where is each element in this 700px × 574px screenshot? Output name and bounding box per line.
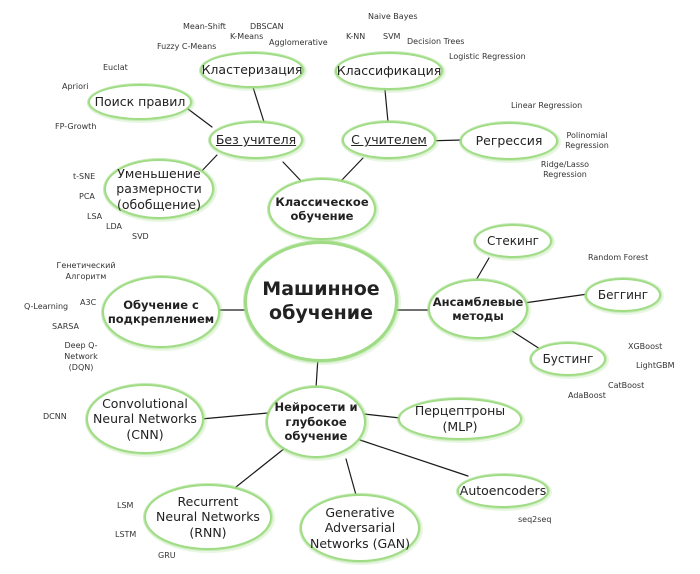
leaf-lsa: LSA xyxy=(87,212,103,221)
leaf-logistic-regression: Logistic Regression xyxy=(449,52,526,61)
leaf-q-learning: Q-Learning xyxy=(24,302,69,311)
ensemble-methods-node: Ансамблевые методы xyxy=(428,279,528,339)
leaf-lstm: LSTM xyxy=(115,530,137,539)
regression-label: Регрессия xyxy=(475,133,543,149)
reinforcement-learning-label: Обучение с подкреплением xyxy=(107,297,215,326)
clustering-label: Кластеризация xyxy=(201,62,303,78)
leaf-lda: LDA xyxy=(106,222,122,231)
classic-learning-node: Классическое обучение xyxy=(268,178,376,240)
leaf-agglomerative: Agglomerative xyxy=(269,38,328,47)
leaf-mean-shift: Mean-Shift xyxy=(183,22,226,31)
leaf-tsne: t-SNE xyxy=(73,172,96,181)
leaf-fuzzy-cmeans: Fuzzy C-Means xyxy=(157,42,217,51)
leaf-knn: K-NN xyxy=(346,32,366,41)
neural-networks-label: Нейросети и глубокое обучение xyxy=(274,400,358,444)
leaf-dbscan: DBSCAN xyxy=(250,22,284,31)
leaf-polinomial-regression: Polinomial Regression xyxy=(565,131,609,150)
classic-learning-label: Классическое обучение xyxy=(275,194,369,223)
cnn-label: Convolutional Neural Networks (CNN) xyxy=(93,395,197,442)
leaf-euclat: Euclat xyxy=(103,63,128,72)
leaf-a3c: A3C xyxy=(80,298,97,307)
gan-label: Generative Adversarial Networks (GAN) xyxy=(309,504,411,551)
machine-learning-node: Машинное обучение xyxy=(244,241,398,362)
stacking-node: Стекинг xyxy=(474,224,552,258)
leaf-genetic-algorithm: Генетический Алгоритм xyxy=(56,261,116,282)
reinforcement-learning-node: Обучение с подкреплением xyxy=(102,276,220,348)
rnn-label: Recurrent Neural Networks (RNN) xyxy=(156,493,260,540)
leaf-deep-qn: Deep Q-Network (DQN) xyxy=(64,341,98,373)
supervised-node: С учителем xyxy=(342,121,436,159)
dimension-reduction-label: Уменьшение размерности (обобщение) xyxy=(116,165,202,212)
dimension-reduction-node: Уменьшение размерности (обобщение) xyxy=(104,159,214,219)
machine-learning-label: Машинное обучение xyxy=(262,277,380,324)
association-rules-label: Поиск правил xyxy=(94,94,186,110)
unsupervised-label: Без учителя xyxy=(215,132,297,148)
leaf-catboost: CatBoost xyxy=(608,381,645,390)
boosting-node: Бустинг xyxy=(530,342,606,376)
neural-networks-node: Нейросети и глубокое обучение xyxy=(266,386,366,458)
leaf-svd: SVD xyxy=(132,232,149,241)
supervised-label: С учителем xyxy=(351,132,427,148)
leaf-xgboost: XGBoost xyxy=(628,342,663,351)
leaf-dcnn: DCNN xyxy=(43,412,67,421)
boosting-label: Бустинг xyxy=(542,351,594,366)
association-rules-node: Поиск правил xyxy=(88,84,192,120)
leaf-sarsa: SARSA xyxy=(52,322,79,331)
bagging-label: Беггинг xyxy=(597,287,649,302)
autoencoders-label: Autoencoders xyxy=(459,483,547,499)
leaf-adaboost: AdaBoost xyxy=(568,391,606,400)
leaf-lsm: LSM xyxy=(117,501,134,510)
autoencoders-node: Autoencoders xyxy=(457,474,549,508)
ensemble-methods-label: Ансамблевые методы xyxy=(432,294,524,323)
rnn-node: Recurrent Neural Networks (RNN) xyxy=(144,484,272,550)
gan-node: Generative Adversarial Networks (GAN) xyxy=(300,494,420,562)
classification-label: Классификация xyxy=(336,63,442,79)
leaf-apriori: Apriori xyxy=(62,82,89,91)
leaf-kmeans: K-Means xyxy=(230,32,264,41)
mlp-label: Перцептроны (MLP) xyxy=(414,403,506,434)
bagging-node: Беггинг xyxy=(585,278,661,312)
leaf-linear-regression: Linear Regression xyxy=(511,101,583,110)
mlp-node: Перцептроны (MLP) xyxy=(398,398,522,440)
leaf-svm: SVM xyxy=(383,32,401,41)
leaf-pca: PCA xyxy=(79,192,95,201)
leaf-random-forest: Random Forest xyxy=(588,253,649,262)
regression-node: Регрессия xyxy=(460,122,558,160)
stacking-label: Стекинг xyxy=(487,233,539,248)
leaf-ridge-lasso: Ridge/Lasso Regression xyxy=(540,160,590,179)
leaf-decision-trees: Decision Trees xyxy=(407,37,465,46)
leaf-gru: GRU xyxy=(158,551,176,560)
leaf-lightgbm: LightGBM xyxy=(636,361,675,370)
unsupervised-node: Без учителя xyxy=(209,121,303,159)
classification-node: Классификация xyxy=(335,52,443,90)
leaf-fp-growth: FP-Growth xyxy=(55,122,97,131)
clustering-node: Кластеризация xyxy=(200,52,304,88)
leaf-naive-bayes: Naive Bayes xyxy=(368,12,418,21)
leaf-seq2seq: seq2seq xyxy=(518,515,552,524)
cnn-node: Convolutional Neural Networks (CNN) xyxy=(86,384,204,454)
